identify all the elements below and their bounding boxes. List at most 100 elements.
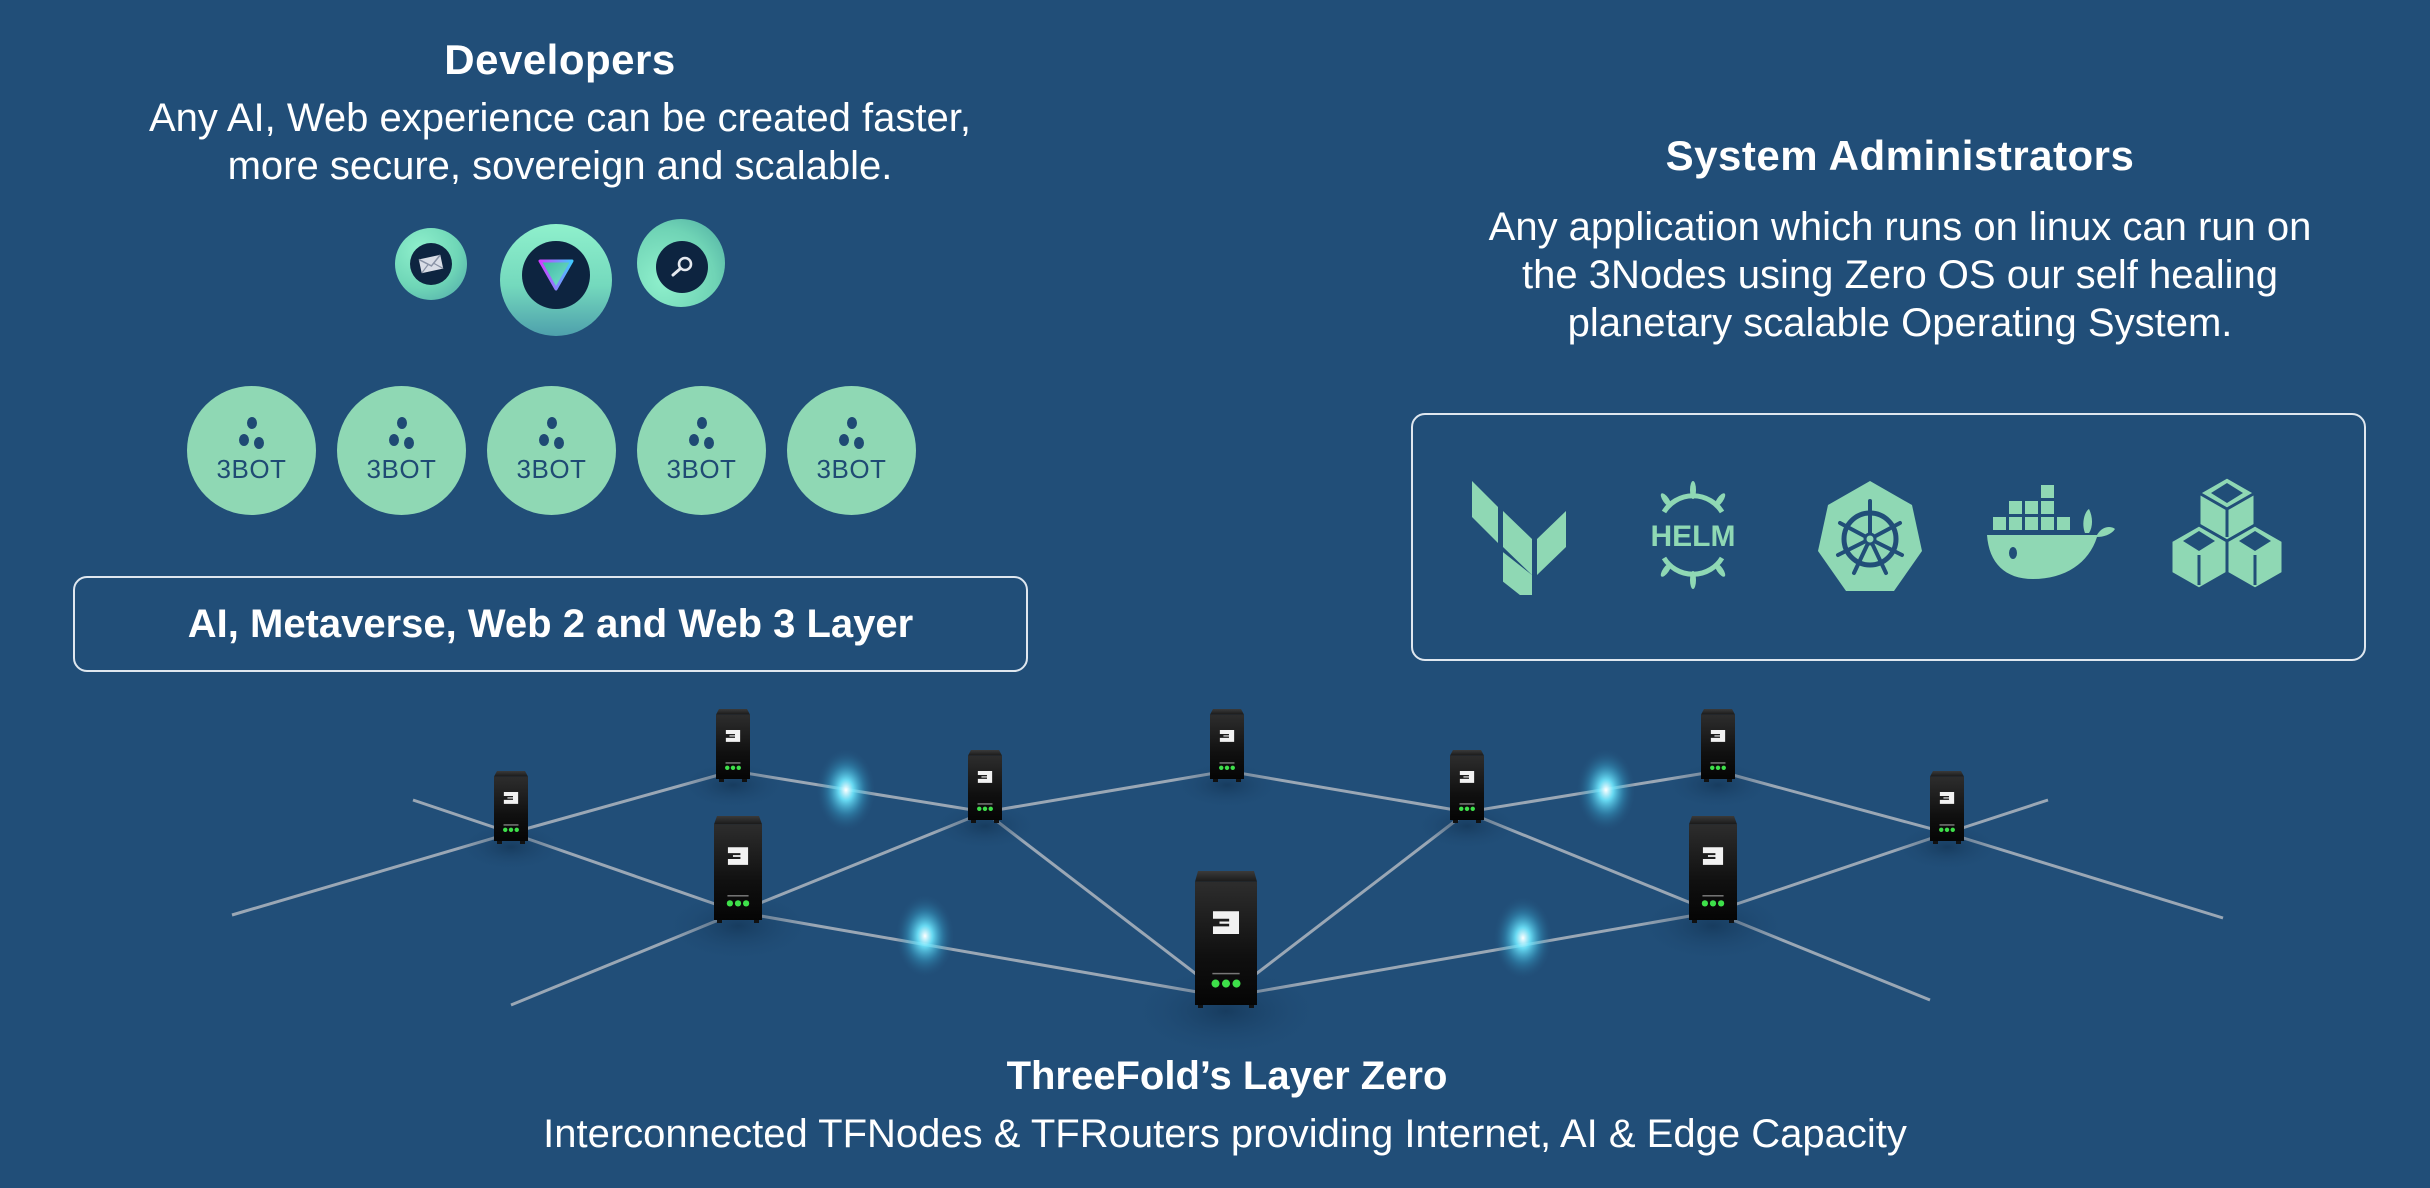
status-led [977, 806, 982, 812]
status-led [1232, 979, 1241, 988]
3bot-avatar[interactable]: 3BOT [187, 386, 316, 515]
status-led [742, 900, 750, 907]
tfnode-server[interactable] [661, 816, 815, 963]
status-led [1709, 900, 1717, 907]
triangle-app-button[interactable] [500, 224, 612, 336]
3bot-label: 3BOT [816, 454, 887, 484]
status-led [1230, 765, 1235, 771]
3bot-label: 3BOT [666, 454, 737, 484]
helm-icon: HELM [1651, 481, 1736, 589]
status-led [1715, 765, 1721, 771]
3bot-dots-icon [388, 417, 414, 449]
3bot-dots-icon [688, 417, 714, 449]
developers-description-line: more secure, sovereign and scalable. [227, 144, 893, 188]
helm-label: HELM [1651, 520, 1736, 553]
3bot-avatar[interactable]: 3BOT [487, 386, 616, 515]
3bot-avatar[interactable]: 3BOT [637, 386, 766, 515]
mail-app-button[interactable] [395, 228, 467, 300]
3bot-dots-icon [238, 417, 264, 449]
network-link [1225, 810, 1468, 999]
layer-zero-description: Interconnected TFNodes & TFRouters provi… [543, 1112, 1907, 1156]
network-nodes [456, 709, 2002, 1058]
sysadmin-description: Any application which runs on linux can … [1400, 203, 2400, 347]
3bot-label: 3BOT [366, 454, 437, 484]
link-glow [1576, 748, 1636, 832]
network-link [984, 810, 1227, 999]
layer-zero-title: ThreeFold’s Layer Zero [1006, 1054, 1448, 1098]
3bot-dots-icon [838, 417, 864, 449]
status-led [736, 765, 741, 771]
threefold-logo-icon [1939, 792, 1955, 804]
status-led [1701, 900, 1709, 907]
status-led [1219, 765, 1224, 771]
status-led [734, 900, 742, 907]
threefold-logo-icon [1710, 730, 1726, 742]
3bot-avatar[interactable]: 3BOT [337, 386, 466, 515]
network-link [737, 910, 1227, 999]
status-led [725, 765, 730, 771]
developers-description-line: Any AI, Web experience can be created fa… [149, 96, 971, 140]
tools-box: HELM [1411, 413, 2366, 661]
sysadmin-title: System Administrators [1665, 132, 2135, 179]
search-icon [671, 256, 693, 277]
tfnode-server[interactable] [1636, 816, 1790, 963]
terraform-icon [1472, 481, 1566, 595]
triangle-app-icon [538, 259, 574, 291]
status-led [514, 827, 519, 833]
link-glow [1493, 896, 1553, 980]
mail-icon [418, 254, 444, 274]
cubes-icon [2169, 475, 2285, 591]
status-led [1211, 979, 1220, 988]
tfnode-server[interactable] [456, 771, 566, 872]
threefold-logo-icon [727, 847, 749, 865]
link-glow [895, 894, 955, 978]
status-led [1710, 765, 1715, 771]
threefold-logo-icon [1459, 771, 1475, 783]
tfnode-server[interactable] [1126, 871, 1326, 1058]
application-layer-box: AI, Metaverse, Web 2 and Web 3 Layer [73, 576, 1028, 672]
developers-title: Developers [444, 36, 676, 83]
status-led [1459, 806, 1464, 812]
tfnode-server[interactable] [1892, 771, 2002, 872]
3bot-label: 3BOT [516, 454, 587, 484]
status-led [730, 765, 736, 771]
threefold-logo-icon [725, 730, 741, 742]
3bot-label: 3BOT [216, 454, 287, 484]
threefold-logo-icon [977, 771, 993, 783]
tfnode-server[interactable] [1412, 750, 1522, 851]
status-led [1939, 827, 1944, 833]
sysadmin-description-line: planetary scalable Operating System. [1567, 301, 2233, 345]
application-layer-label: AI, Metaverse, Web 2 and Web 3 Layer [187, 601, 914, 646]
network-link [1225, 910, 1714, 999]
status-led [1717, 900, 1725, 907]
docker-icon [1987, 485, 2115, 579]
tfnode-server[interactable] [930, 750, 1040, 851]
status-led [1721, 765, 1726, 771]
sysadmin-description-line: the 3Nodes using Zero OS our self healin… [1522, 253, 2278, 297]
sysadmin-description-line: Any application which runs on linux can … [1488, 205, 2312, 249]
threefold-logo-icon [1702, 847, 1724, 865]
tfnode-server[interactable] [1663, 709, 1773, 810]
3bot-dots-icon [538, 417, 564, 449]
threefold-logo-icon [503, 792, 519, 804]
kubernetes-icon [1818, 481, 1922, 591]
status-led [988, 806, 993, 812]
status-led [1464, 806, 1470, 812]
status-led [1221, 979, 1231, 988]
tfnode-server[interactable] [678, 709, 788, 810]
search-app-button[interactable] [637, 219, 725, 307]
3bot-avatar[interactable]: 3BOT [787, 386, 916, 515]
status-led [1224, 765, 1230, 771]
status-led [982, 806, 988, 812]
developers-description: Any AI, Web experience can be created fa… [60, 94, 1060, 190]
status-led [726, 900, 734, 907]
status-led [1950, 827, 1955, 833]
status-led [1944, 827, 1950, 833]
tfnode-server[interactable] [1172, 709, 1282, 810]
status-led [508, 827, 514, 833]
status-led [1470, 806, 1475, 812]
link-glow [816, 748, 876, 832]
status-led [503, 827, 508, 833]
threefold-logo-icon [1219, 730, 1235, 742]
